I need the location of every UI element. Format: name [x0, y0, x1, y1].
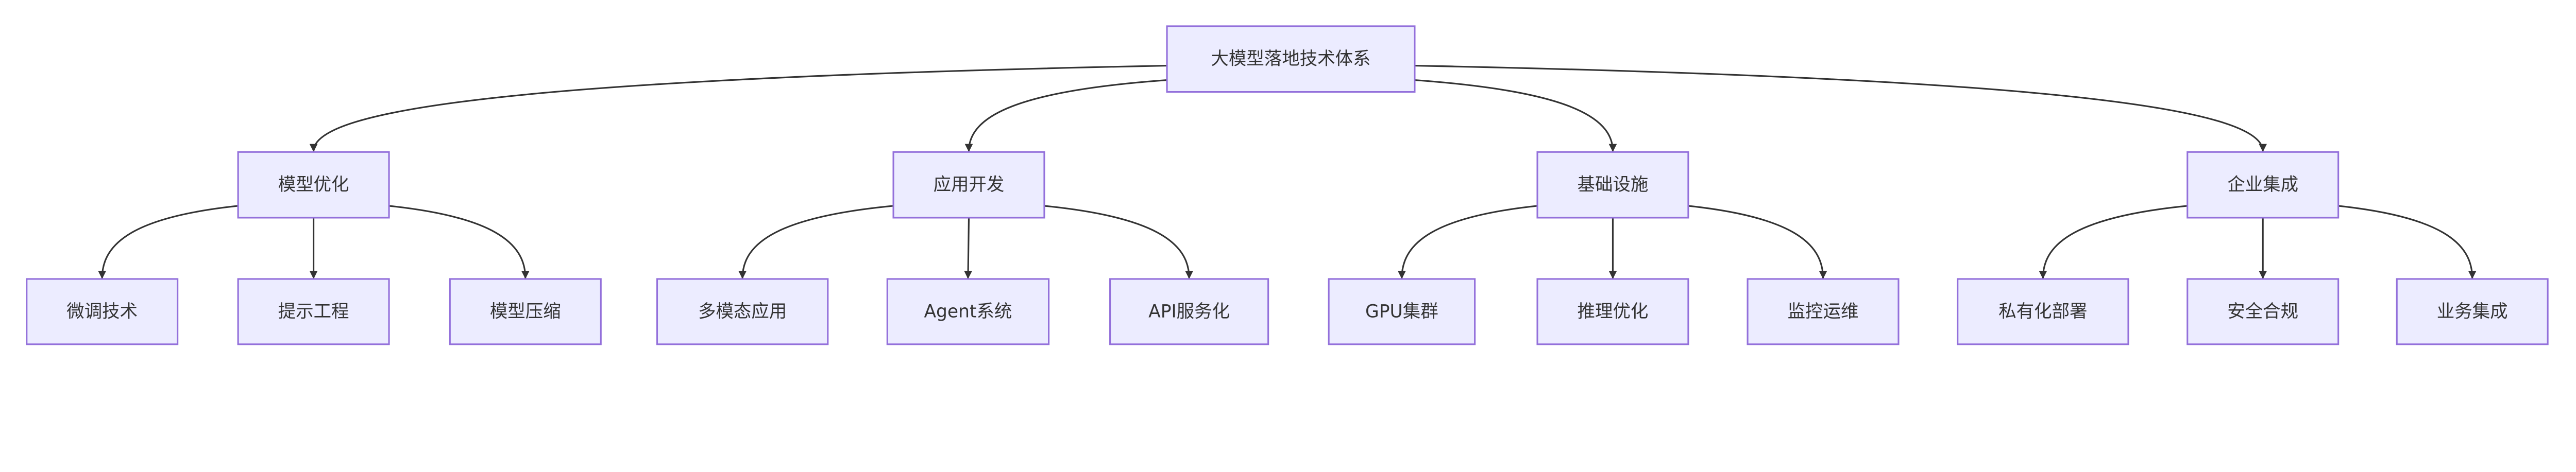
edge-root-to-branch-2 — [1414, 79, 1617, 152]
leaf-node-2-0-label: GPU集群 — [1365, 301, 1438, 322]
leaf-node-0-2-box — [449, 278, 602, 345]
leaf-node-1-1: Agent系统 — [886, 278, 1050, 345]
leaf-node-0-1-box — [237, 278, 390, 345]
root-node: 大模型落地技术体系 — [1166, 25, 1416, 93]
leaf-node-2-1-box — [1536, 278, 1689, 345]
branch-node-1-box — [892, 151, 1045, 219]
leaf-node-0-0: 微调技术 — [26, 278, 179, 345]
leaf-node-1-0-box — [656, 278, 829, 345]
edge-branch-2-to-leaf-0 — [1398, 205, 1538, 279]
edge-branch-0-to-leaf-2 — [388, 205, 530, 279]
leaf-node-3-1-label: 安全合规 — [2227, 301, 2298, 322]
leaf-node-2-1-label: 推理优化 — [1578, 301, 1649, 322]
leaf-node-3-0-label: 私有化部署 — [1998, 301, 2087, 322]
leaf-node-3-2-box — [2396, 278, 2549, 345]
leaf-node-3-0-box — [1957, 278, 2129, 345]
leaf-node-2-1: 推理优化 — [1536, 278, 1689, 345]
leaf-node-0-2: 模型压缩 — [449, 278, 602, 345]
leaf-node-1-0: 多模态应用 — [656, 278, 829, 345]
leaf-node-2-2-box — [1747, 278, 1900, 345]
leaf-node-2-2-label: 监控运维 — [1788, 301, 1859, 322]
root-node-box — [1166, 25, 1416, 93]
leaf-node-0-1: 提示工程 — [237, 278, 390, 345]
leaf-node-1-2-label: API服务化 — [1148, 301, 1230, 322]
leaf-node-1-1-box — [886, 278, 1050, 345]
leaf-node-0-1-label: 提示工程 — [278, 301, 349, 322]
root-node-label: 大模型落地技术体系 — [1211, 49, 1370, 69]
branch-node-2: 基础设施 — [1536, 151, 1689, 219]
branch-node-3-box — [2187, 151, 2340, 219]
leaf-node-2-0-box — [1328, 278, 1476, 345]
edge-branch-1-to-leaf-2 — [1044, 205, 1193, 279]
leaf-node-2-2: 监控运维 — [1747, 278, 1900, 345]
edges — [98, 64, 2477, 279]
edge-branch-1-to-leaf-0 — [738, 205, 894, 279]
leaf-node-0-0-box — [26, 278, 179, 345]
edge-branch-3-to-leaf-0 — [2039, 205, 2188, 279]
branch-node-0: 模型优化 — [237, 151, 390, 219]
leaf-node-3-2: 业务集成 — [2396, 278, 2549, 345]
leaf-node-0-0-label: 微调技术 — [66, 301, 138, 322]
edge-branch-2-to-leaf-2 — [1688, 205, 1827, 279]
leaf-node-1-2: API服务化 — [1109, 278, 1269, 345]
leaf-node-1-1-label: Agent系统 — [924, 301, 1012, 322]
leaf-node-3-1-box — [2187, 278, 2340, 345]
leaf-node-3-0: 私有化部署 — [1957, 278, 2129, 345]
leaf-node-3-1: 安全合规 — [2187, 278, 2340, 345]
leaf-node-2-0: GPU集群 — [1328, 278, 1476, 345]
branch-node-1-label: 应用开发 — [934, 174, 1005, 195]
branch-node-3: 企业集成 — [2187, 151, 2340, 219]
branch-node-0-label: 模型优化 — [278, 174, 349, 195]
edge-branch-3-to-leaf-2 — [2338, 205, 2477, 279]
branch-node-3-label: 企业集成 — [2227, 174, 2298, 195]
branch-node-2-box — [1536, 151, 1689, 219]
branch-node-0-box — [237, 151, 390, 219]
leaf-node-1-2-box — [1109, 278, 1269, 345]
leaf-node-0-2-label: 模型压缩 — [490, 301, 561, 322]
edge-root-to-branch-1 — [964, 79, 1167, 152]
branch-node-1: 应用开发 — [892, 151, 1045, 219]
edge-root-to-branch-0 — [309, 64, 1167, 152]
edge-branch-0-to-leaf-0 — [98, 205, 239, 279]
edge-branch-1-to-leaf-1 — [964, 217, 972, 279]
leaf-node-3-2-label: 业务集成 — [2437, 301, 2508, 322]
leaf-node-1-0-label: 多模态应用 — [698, 301, 787, 322]
edge-root-to-branch-3 — [1414, 64, 2267, 152]
branch-node-2-label: 基础设施 — [1578, 174, 1649, 195]
